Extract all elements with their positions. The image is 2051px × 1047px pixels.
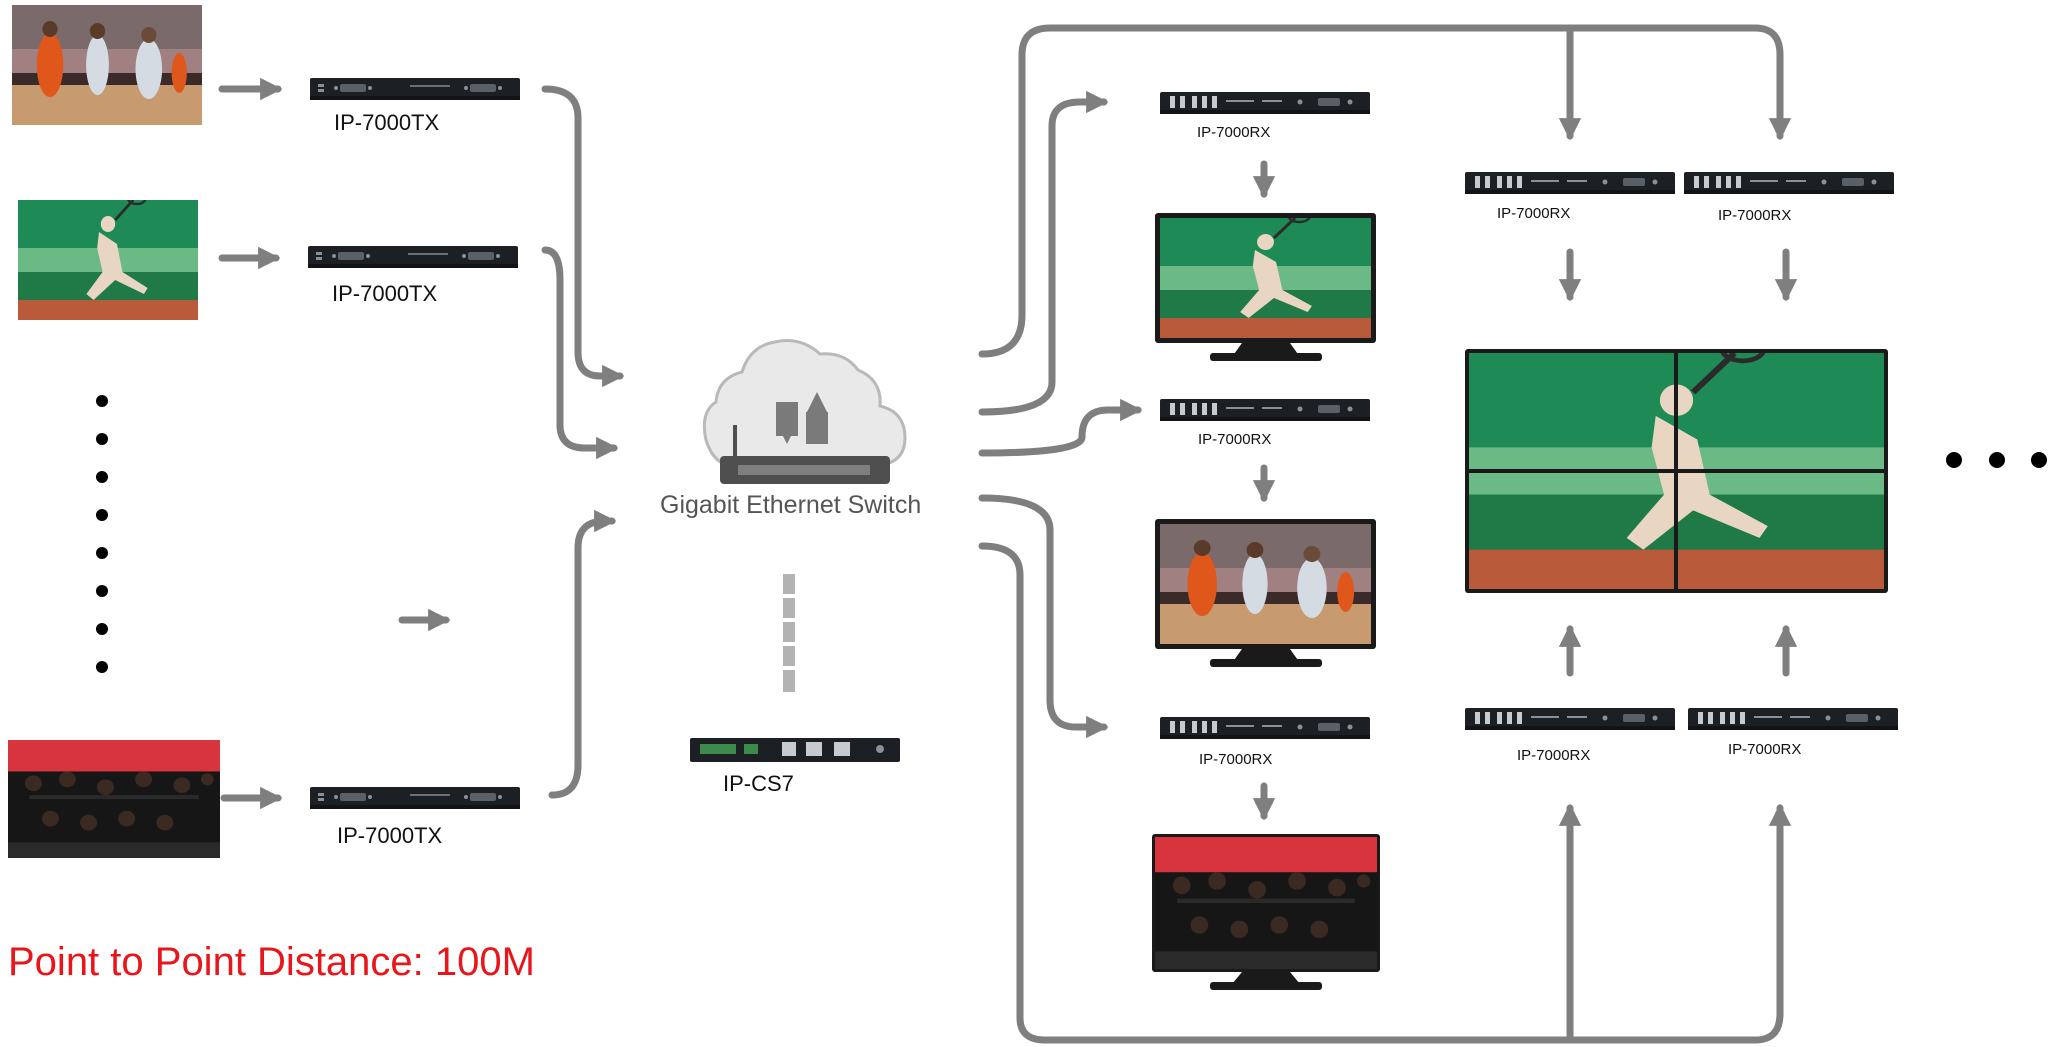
rx-label-3: IP-7000RX — [1199, 751, 1273, 768]
wall-rx-device-3 — [1465, 708, 1675, 730]
tx-device-2 — [308, 246, 518, 268]
wall-rx-label-3: IP-7000RX — [1517, 747, 1591, 764]
tx-label-2: IP-7000TX — [332, 281, 438, 306]
source-tennis-photo — [18, 200, 198, 320]
arrow-switch-rx1 — [978, 90, 1109, 416]
monitor-icon-1 — [1155, 213, 1376, 361]
arrow-switch-wall-top-right — [978, 24, 1792, 358]
rx-device-3 — [1160, 717, 1370, 739]
video-wall-icon — [1465, 349, 1888, 593]
tx-device-1 — [310, 78, 520, 100]
rx-device-2 — [1160, 399, 1370, 421]
wall-rx-label-1: IP-7000RX — [1497, 205, 1571, 222]
controller-label: IP-CS7 — [723, 771, 794, 796]
source-basketball-photo — [12, 5, 202, 125]
controller-device-icon — [690, 738, 900, 762]
arrow-switch-rx2 — [978, 398, 1143, 457]
monitor-icon-3 — [1152, 834, 1380, 990]
wall-rx-device-1 — [1465, 172, 1675, 194]
wall-rx-device-4 — [1688, 708, 1898, 730]
source-rugby-photo — [8, 740, 220, 858]
arrow-switch-wall-bottom-right — [978, 542, 1792, 1044]
rx-label-2: IP-7000RX — [1198, 431, 1272, 448]
horizontal-ellipsis — [1946, 452, 2047, 468]
switch-label: Gigabit Ethernet Switch — [660, 491, 922, 519]
tx-device-3 — [310, 787, 520, 809]
arrow-tx2-switch — [541, 246, 619, 460]
wall-rx-device-2 — [1684, 172, 1894, 194]
tx-label-3: IP-7000TX — [337, 823, 443, 848]
tx-label-1: IP-7000TX — [334, 110, 440, 135]
arrow-tx1-switch — [541, 85, 625, 388]
rx-device-1 — [1160, 92, 1370, 114]
controller-link — [783, 574, 795, 692]
rx-label-1: IP-7000RX — [1197, 124, 1271, 141]
distance-note: Point to Point Distance: 100M — [8, 940, 535, 984]
cloud-switch-icon — [702, 339, 907, 484]
arrow-tx3-switch — [548, 509, 617, 799]
connection-arrows — [218, 24, 1798, 1044]
wall-rx-label-4: IP-7000RX — [1728, 741, 1802, 758]
arrow-switch-rx3 — [978, 494, 1109, 739]
wall-rx-label-2: IP-7000RX — [1718, 207, 1792, 224]
monitor-icon-2 — [1155, 519, 1376, 667]
vertical-ellipsis — [96, 395, 108, 673]
